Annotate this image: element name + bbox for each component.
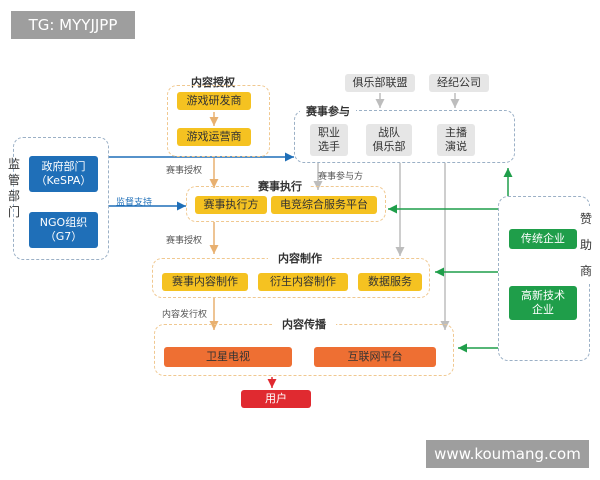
agency: 经纪公司 <box>429 74 489 92</box>
participation-group <box>294 110 515 163</box>
execution-title: 赛事执行 <box>250 178 310 194</box>
edge-label-distribution-rights: 内容发行权 <box>162 310 208 320</box>
user-box: 用户 <box>241 390 311 408</box>
production-data-service: 数据服务 <box>358 273 422 291</box>
regulators-title: 监管部门 <box>7 157 20 219</box>
edge-label-event-license: 赛事授权 <box>166 166 203 176</box>
edge-label-event-license-2: 赛事授权 <box>166 236 203 246</box>
sponsor-tech: 高新技术 企业 <box>509 286 577 320</box>
regulators-group <box>13 137 109 260</box>
license-developer: 游戏研发商 <box>177 92 251 110</box>
participation-title: 赛事参与 <box>300 103 356 119</box>
regulator-government: 政府部门 （KeSPA） <box>29 156 98 192</box>
edge-label-participants: 赛事参与方 <box>318 172 364 182</box>
watermark-bottom-right: www.koumang.com <box>426 440 589 468</box>
edge-label-supervision: 监督支持 <box>116 198 153 208</box>
license-group <box>167 85 270 157</box>
distribution-internet-platform: 互联网平台 <box>314 347 436 367</box>
participant-streamer: 主播 演说 <box>437 124 475 156</box>
regulator-ngo: NGO组织 （G7） <box>29 212 98 248</box>
production-derivative-content: 衍生内容制作 <box>258 273 348 291</box>
sponsor-traditional: 传统企业 <box>509 229 577 249</box>
watermark-top-left: TG: MYYJJPP <box>11 11 135 39</box>
distribution-satellite-tv: 卫星电视 <box>164 347 292 367</box>
participant-player: 职业 选手 <box>310 124 348 156</box>
sponsors-group <box>498 196 590 361</box>
sponsors-title: 赞助商 <box>579 206 593 284</box>
participant-team: 战队 俱乐部 <box>366 124 412 156</box>
license-operator: 游戏运营商 <box>177 128 251 146</box>
execution-organizer: 赛事执行方 <box>195 196 267 214</box>
production-event-content: 赛事内容制作 <box>162 273 248 291</box>
club-league: 俱乐部联盟 <box>345 74 415 92</box>
distribution-title: 内容传播 <box>272 316 336 332</box>
production-title: 内容制作 <box>268 250 332 266</box>
execution-platform: 电竞综合服务平台 <box>271 196 377 214</box>
